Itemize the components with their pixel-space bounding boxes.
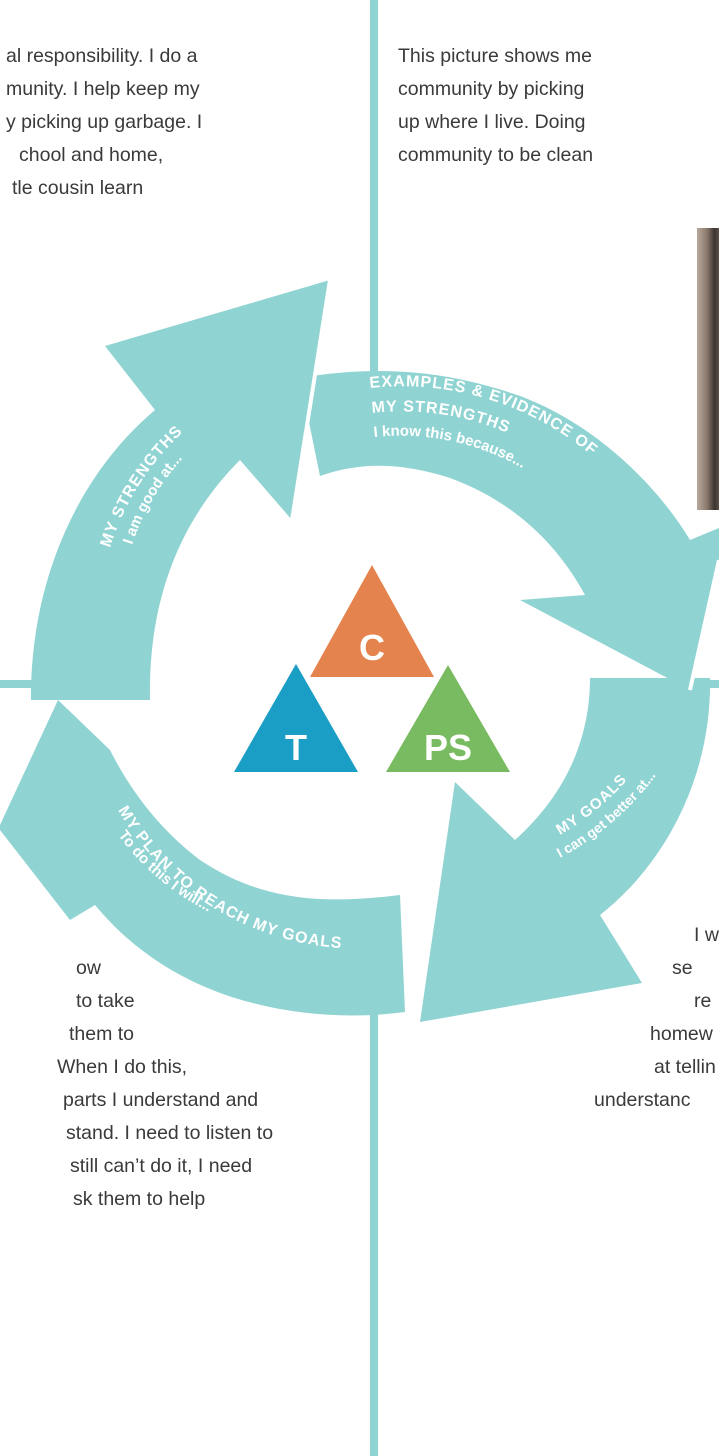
top-right-text: This picture shows me community by picki… [398,40,593,172]
text-line: to take [76,990,135,1012]
bottom-right-text: I w se re homew at tellin understanc [0,919,719,1117]
text-line: tle cousin learn [12,177,144,199]
text-line: parts I understand and [63,1089,259,1111]
triangle-t-label: T [285,727,307,768]
text-line: stand. I need to listen to [66,1122,274,1144]
text-line: y picking up garbage. I [6,111,203,133]
text-line: ow [76,957,101,979]
text-line: chool and home, [19,144,164,166]
text-line: at tellin [654,1056,716,1078]
text-line: them to [69,1023,135,1045]
text-line: re [694,990,712,1012]
text-line: still can’t do it, I need [70,1155,253,1177]
triangle-ps [386,665,510,772]
triangle-t [234,664,358,772]
text-line: al responsibility. I do a [6,45,198,67]
text-line: munity. I help keep my [6,78,200,100]
top-left-text: al responsibility. I do a munity. I help… [6,40,202,205]
text-line: understanc [594,1089,691,1111]
text-line: I w [694,924,719,946]
triangle-ps-label: PS [424,727,472,768]
photo-image [697,228,719,510]
text-line: When I do this, [57,1056,188,1078]
bottom-left-text: ow to take them to When I do this, parts… [0,952,273,1216]
arrow-separator [688,559,719,691]
text-line: community to be clean [398,144,594,166]
text-line: sk them to help [73,1188,206,1210]
text-line: community by picking [398,78,585,100]
evidence-arrow [300,371,719,690]
strengths-arrow [30,280,331,700]
text-line: homew [650,1023,713,1045]
text-line: up where I live. Doing [398,111,586,133]
plan-arrow [0,700,405,1016]
arrow-separator [290,279,332,521]
goals-arrow [420,678,711,1022]
text-line: se [672,957,693,979]
triangle-c-label: C [359,627,385,668]
text-line: This picture shows me [398,45,592,67]
triangle-c [310,565,434,677]
